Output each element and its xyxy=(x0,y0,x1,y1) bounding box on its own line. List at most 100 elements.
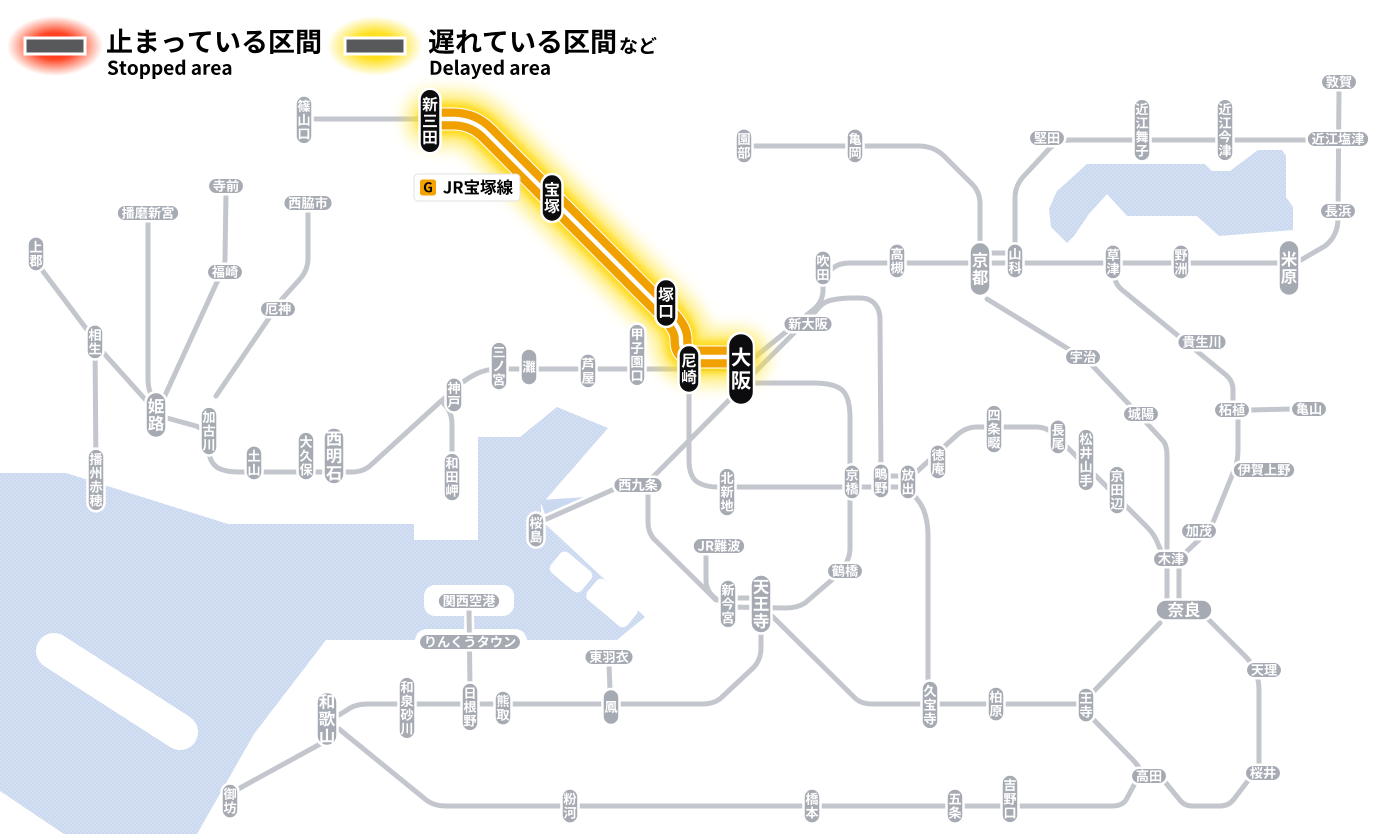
station-41: 加茂 xyxy=(1179,521,1219,541)
station-45: 貴生川 xyxy=(1175,332,1229,352)
station-40: 木津 xyxy=(1151,549,1191,569)
line-sanin-sagano-line xyxy=(741,143,983,251)
station-38: 松井山手 xyxy=(1076,427,1096,493)
station-57: 橋本 xyxy=(802,787,822,825)
legend-stopped-sublabel xyxy=(107,59,232,79)
station-74: 新大阪 xyxy=(781,314,835,334)
port-land-1 xyxy=(549,551,593,593)
line-hokuriku-line xyxy=(1291,85,1342,267)
station-37: 長尾 xyxy=(1048,418,1068,456)
station-capsule xyxy=(540,172,564,224)
legend-stopped: 止まっている区間 xyxy=(7,16,321,79)
line-tozai-line xyxy=(686,382,909,490)
line-yamatoji-west xyxy=(769,613,1083,707)
line-bantan-line xyxy=(159,191,229,405)
station-83: 野洲 xyxy=(1171,243,1191,281)
station-label xyxy=(604,701,618,713)
station-0: 篠山口 xyxy=(294,94,314,146)
station-24: 和田岬 xyxy=(442,451,462,503)
legend-delayed: 遅れている区間 xyxy=(327,16,657,79)
station-capsule xyxy=(1319,72,1359,92)
station-capsule xyxy=(444,376,464,414)
station-capsule xyxy=(1129,766,1169,786)
station-46: 城陽 xyxy=(1121,404,1161,424)
station-6: 寺前 xyxy=(206,176,246,196)
station-49: 天理 xyxy=(1244,660,1284,680)
station-44: 亀山 xyxy=(1289,399,1329,419)
station-73: 山科 xyxy=(1005,242,1025,280)
station-31: 鶴橋 xyxy=(825,561,865,581)
line-manyo-line xyxy=(1202,613,1262,769)
line-sanyo-aioi-himeji xyxy=(97,346,155,410)
line-kishin-line xyxy=(145,218,159,407)
station-capsule xyxy=(726,331,756,407)
legend-delayed-suffix xyxy=(620,36,657,54)
station-15: 加古川 xyxy=(199,405,219,457)
station-61: 和泉砂川 xyxy=(397,675,417,741)
line-sakurai-line-west xyxy=(1085,711,1145,775)
station-capsule xyxy=(718,578,738,630)
station-36: 四条畷 xyxy=(984,403,1004,455)
line-kansai-east xyxy=(1248,406,1296,413)
station-capsule xyxy=(1063,347,1103,367)
line-loop-west xyxy=(649,388,741,481)
line-symbol-g-badge xyxy=(420,179,436,196)
station-63: 熊取 xyxy=(493,689,513,727)
station-28: JR難波 xyxy=(691,536,747,556)
casing-wakayama-line xyxy=(334,724,1147,811)
station-43: 柘植 xyxy=(1212,400,1252,420)
station-8: 播磨新宮 xyxy=(115,203,181,223)
station-capsule xyxy=(968,240,992,298)
station-11: 厄神 xyxy=(258,299,298,319)
station-capsule xyxy=(1277,238,1301,298)
station-capsule xyxy=(205,262,245,282)
station-capsule xyxy=(677,343,701,395)
station-68: 園部 xyxy=(734,127,754,165)
line-label-jr-takarazuka: JR宝塚線 xyxy=(413,173,521,202)
station-29: 新今宮 xyxy=(718,578,738,630)
port-land-2 xyxy=(586,578,638,628)
station-59: 和歌山 xyxy=(315,690,339,748)
station-capsule xyxy=(825,561,865,581)
station-1: 新三田 xyxy=(418,87,442,155)
station-71: 高槻 xyxy=(887,242,907,280)
station-51: 高田 xyxy=(1129,766,1169,786)
station-capsule xyxy=(144,390,168,440)
station-42: 伊賀上野 xyxy=(1231,460,1297,480)
station-21: 灘 xyxy=(519,347,539,387)
station-capsule xyxy=(1027,128,1067,148)
station-19: 神戸 xyxy=(444,376,464,414)
station-capsule xyxy=(258,299,298,319)
line-kakogawa-line xyxy=(213,208,311,399)
station-capsule xyxy=(1179,521,1219,541)
station-25: 桜島 xyxy=(526,511,546,549)
station-4: 尼崎 xyxy=(677,343,701,395)
line-kisei-line xyxy=(230,740,325,807)
station-82: 草津 xyxy=(1103,243,1123,281)
line-loop-southwest xyxy=(645,487,719,603)
line-sanyo-kamigori xyxy=(33,259,91,334)
station-capsule xyxy=(1318,201,1358,221)
line-nara-line xyxy=(984,296,1170,555)
station-69: 亀岡 xyxy=(845,127,865,165)
station-capsule xyxy=(493,689,513,727)
line-wakayama-line xyxy=(336,726,1145,809)
station-79: 敦賀 xyxy=(1319,72,1359,92)
line-yamatoji-oji-nara xyxy=(1091,620,1163,694)
station-64: 鳳 xyxy=(601,687,621,727)
line-hanwa-line xyxy=(336,625,764,718)
station-22: 芦屋 xyxy=(578,352,598,390)
station-capsule xyxy=(1243,763,1283,783)
station-12: 相生 xyxy=(85,323,105,361)
station-54: 久宝寺 xyxy=(920,679,940,731)
station-30: 天王寺 xyxy=(749,573,773,635)
station-2: 宝塚 xyxy=(540,172,564,224)
station-32: 京橋 xyxy=(842,463,862,501)
station-50: 桜井 xyxy=(1243,763,1283,783)
station-26: 西九条 xyxy=(611,475,665,495)
station-3: 塚口 xyxy=(654,277,678,329)
rail-lines xyxy=(33,85,1342,809)
station-76: 近江舞子 xyxy=(1132,97,1152,163)
